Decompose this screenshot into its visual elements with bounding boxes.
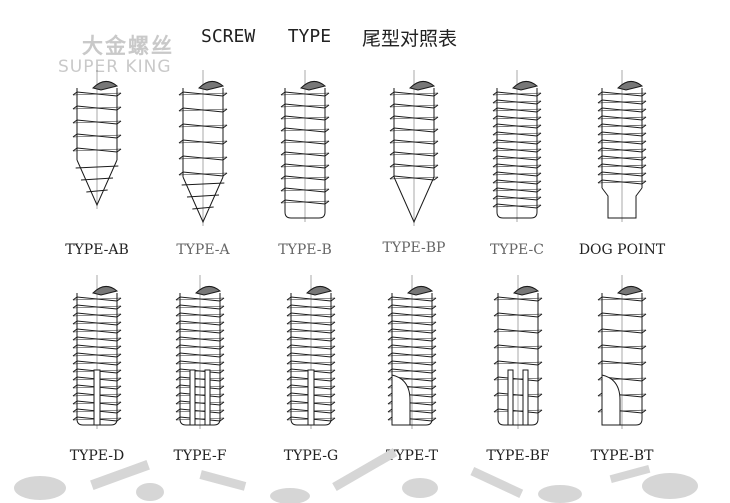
title-chinese: 尾型对照表 <box>362 28 458 50</box>
screw-type-bf <box>493 275 543 429</box>
screw-dog-point <box>597 70 647 222</box>
screw-type-a <box>178 70 228 226</box>
logo-chinese: 大金螺丝 <box>82 34 174 58</box>
label-type-ab: TYPE-AB <box>65 242 129 258</box>
label-type-bp: TYPE-BP <box>382 240 446 256</box>
label-type-t: TYPE-T <box>385 448 439 464</box>
screw-type-f <box>175 275 225 429</box>
screw-type-c <box>492 70 542 222</box>
label-type-f: TYPE-F <box>173 448 227 464</box>
screw-type-bt <box>597 275 647 429</box>
label-type-bf: TYPE-BF <box>486 448 550 464</box>
label-type-b: TYPE-B <box>278 242 332 258</box>
screw-type-b <box>280 70 330 222</box>
screw-type-ab <box>72 70 122 209</box>
logo-english: SUPER KING <box>58 57 172 77</box>
screw-type-t <box>387 275 437 429</box>
screw-type-d <box>72 275 122 429</box>
label-type-a: TYPE-A <box>176 242 230 258</box>
label-dog-point: DOG POINT <box>578 242 666 258</box>
label-type-bt: TYPE-BT <box>590 448 654 464</box>
label-type-c: TYPE-C <box>490 242 544 258</box>
screw-type-g <box>286 275 336 429</box>
decorative-screw-pile <box>14 448 698 503</box>
title-english: SCREW TYPE <box>201 26 332 47</box>
label-type-d: TYPE-D <box>69 448 125 464</box>
label-type-g: TYPE-G <box>283 448 339 464</box>
screw-type-bp <box>389 70 439 226</box>
